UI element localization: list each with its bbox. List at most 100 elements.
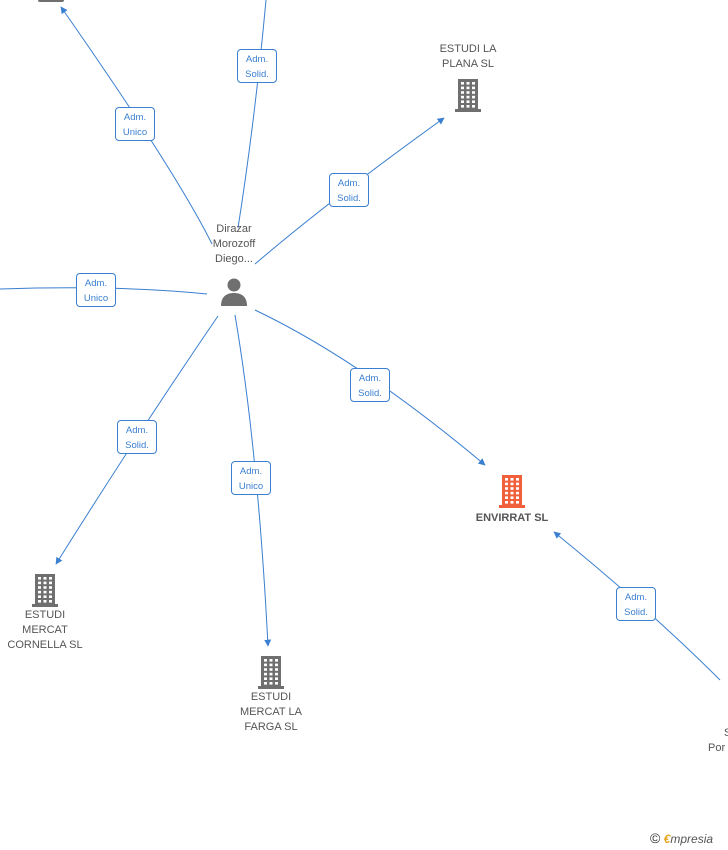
company-name-line: MERCAT [22, 624, 68, 636]
building-window [472, 105, 475, 108]
company-name-line: PLANA SL [442, 58, 494, 70]
building-window [269, 663, 273, 667]
edge-label-cornella[interactable]: Adm. Solid. [117, 420, 157, 454]
partial-building-top-left [38, 0, 64, 2]
building-window [43, 590, 47, 594]
building-window [461, 86, 464, 90]
edge-label-line: Solid. [624, 607, 648, 618]
building-window [49, 595, 52, 598]
edge-label-la-farga[interactable]: Adm. Unico [231, 461, 271, 495]
edge-label-left[interactable]: Adm. Unico [76, 273, 116, 307]
building-window [516, 501, 519, 504]
building-icon [258, 656, 284, 689]
building-window [510, 501, 514, 504]
edge-label-line: Solid. [358, 388, 382, 399]
building-window [49, 581, 52, 585]
building-window [43, 586, 47, 589]
edge-label-line: Adm. [84, 278, 108, 289]
person-name-line: Diego... [215, 253, 253, 265]
building-window [472, 82, 475, 85]
building-window [505, 482, 508, 486]
company-name-line: ENVIRRAT SL [475, 512, 549, 524]
building-window [49, 590, 52, 594]
edge-label-line: Unico [238, 481, 264, 492]
company-name-line: CORNELLA SL [7, 639, 83, 651]
company-name-line: ESTUDI LA [439, 43, 497, 55]
edge-label-line: Solid. [125, 440, 149, 451]
copyright-symbol: © [650, 830, 661, 846]
building-window [472, 100, 475, 103]
edge-label-top-left[interactable]: Adm. Unico [115, 107, 155, 141]
edge-label-line: Adm. [239, 466, 263, 477]
building-window [269, 659, 273, 662]
building-window [516, 487, 519, 490]
building-window [269, 682, 273, 685]
edge-label-top[interactable]: Adm. Solid. [237, 49, 277, 83]
building-window [38, 600, 41, 603]
building-window [461, 91, 464, 94]
edge-label-line: Unico [122, 127, 148, 138]
company-node-estudi-mercat-la-farga[interactable]: ESTUDI MERCAT LA FARGA SL [230, 654, 312, 735]
person-icon [221, 278, 247, 306]
company-node-partial-right[interactable]: S Por [700, 726, 728, 756]
building-window [49, 577, 52, 580]
person-name-line: Dirazar [216, 223, 252, 235]
building-window [43, 595, 47, 598]
building-window [38, 581, 41, 585]
building-window [472, 91, 475, 94]
building-window [466, 91, 470, 94]
building-window [49, 586, 52, 589]
footer-brand: © €mpresia [650, 830, 713, 846]
edge-label-line: Unico [83, 293, 109, 304]
building-window [505, 501, 508, 504]
person-node[interactable]: Dirazar Morozoff Diego... [194, 222, 274, 307]
edge-label-line: Adm. [358, 373, 382, 384]
building-window [461, 100, 464, 103]
company-name-line: ESTUDI [250, 691, 292, 703]
building-window [38, 595, 41, 598]
company-name-line: MERCAT LA [240, 706, 302, 718]
building-window [275, 668, 278, 671]
building-window [38, 586, 41, 589]
brand-logo-text: mpresia [670, 832, 714, 846]
building-window [275, 659, 278, 662]
building-base [455, 109, 481, 112]
building-window [505, 496, 508, 499]
company-name-line: FARGA SL [244, 721, 298, 733]
building-window [466, 86, 470, 90]
building-window [510, 491, 514, 495]
building-window [461, 82, 464, 85]
building-window [466, 100, 470, 103]
building-window [275, 672, 278, 676]
person-name-line: Morozoff [212, 238, 256, 250]
company-node-envirrat[interactable]: ENVIRRAT SL [462, 473, 562, 526]
company-name-line: Por [708, 742, 726, 754]
company-name-line: S [724, 727, 728, 739]
building-window [516, 496, 519, 499]
company-node-estudi-mercat-cornella[interactable]: ESTUDI MERCAT CORNELLA SL [2, 572, 88, 653]
building-window [43, 600, 47, 603]
building-window [510, 496, 514, 499]
company-name-line: ESTUDI [24, 609, 66, 621]
building-window [38, 577, 41, 580]
building-window [38, 590, 41, 594]
building-window [43, 581, 47, 585]
building-window [516, 491, 519, 495]
building-base [499, 505, 525, 508]
edge-label-la-plana[interactable]: Adm. Solid. [329, 173, 369, 207]
building-window [275, 682, 278, 685]
edge-label-line: Adm. [337, 178, 361, 189]
edge-label-right-envirrat[interactable]: Adm. Solid. [616, 587, 656, 621]
company-node-estudi-la-plana[interactable]: ESTUDI LA PLANA SL [428, 42, 508, 113]
edge-label-line: Adm. [123, 112, 147, 123]
edge-label-line: Adm. [624, 592, 648, 603]
building-window [264, 677, 267, 680]
building-window [505, 487, 508, 490]
edge-label-envirrat[interactable]: Adm. Solid. [350, 368, 390, 402]
building-window [264, 663, 267, 667]
building-base [32, 604, 58, 607]
edge-label-line: Adm. [245, 54, 269, 65]
building-window [269, 677, 273, 680]
